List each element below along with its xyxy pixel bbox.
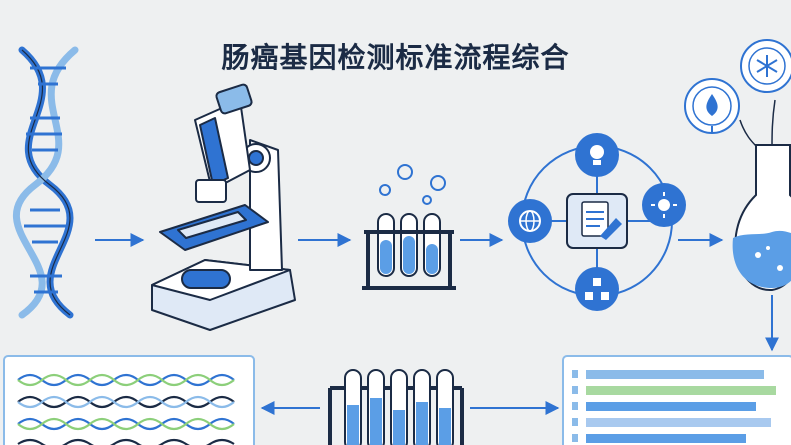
page-title: 肠癌基因检测标准流程综合 [221,41,570,74]
dna-helix-icon [12,46,79,319]
flow-arrows [95,233,779,415]
flask-icon [684,39,791,292]
microscope-icon [151,83,296,331]
structure-icon [575,267,619,311]
sample-tubes-icon [328,369,464,445]
sequencing-data-panel [562,355,791,445]
sequence-results-panel [3,355,255,445]
analysis-network-icon [508,133,686,311]
test-tube-rack-icon [362,164,456,290]
